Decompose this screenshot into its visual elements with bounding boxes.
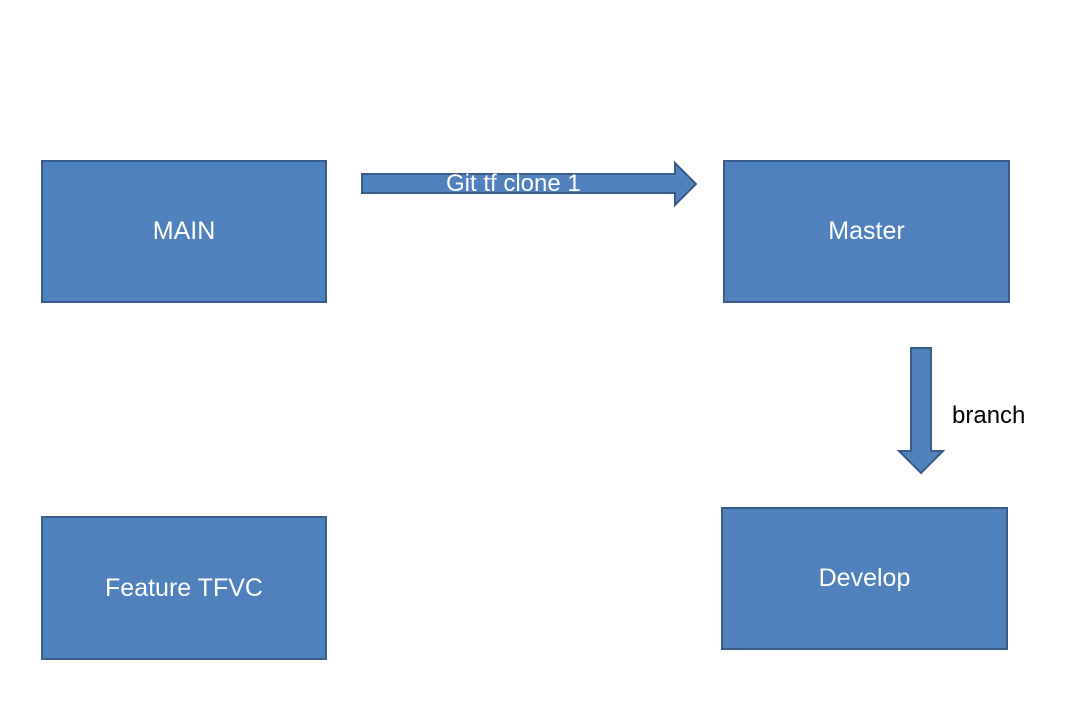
main-node: MAIN [41,160,327,303]
develop-node-label: Develop [818,564,911,592]
branch-arrow-label: branch [952,402,1026,429]
clone-arrow-shape [361,160,698,208]
master-node: Master [723,160,1010,303]
feature-tfvc-node-label: Feature TFVC [105,573,263,602]
branch-arrow-shape [896,347,946,475]
feature-tfvc-node: Feature TFVC [41,516,327,660]
master-node-label: Master [828,217,905,245]
develop-node: Develop [721,507,1008,650]
clone-arrow-label: Git tf clone 1 [446,170,581,197]
main-node-label: MAIN [152,217,216,245]
clone-arrow [361,160,698,208]
branch-arrow [896,347,946,475]
